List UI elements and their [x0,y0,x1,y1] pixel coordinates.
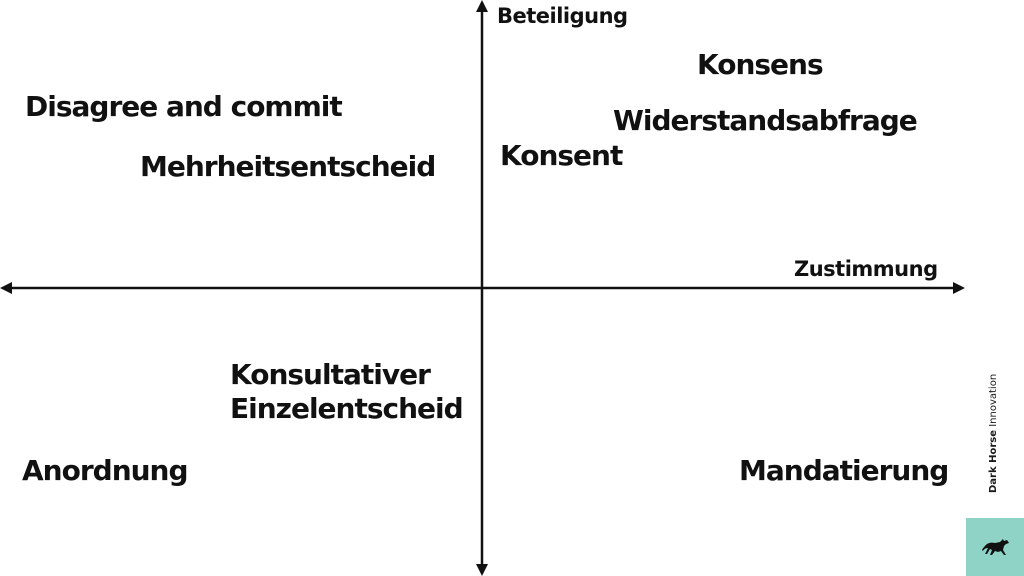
horizontal-axis-arrow-right [953,282,965,294]
item-anordnung: Anordnung [22,454,189,487]
brand-name-light: Innovation [988,373,999,427]
item-mehrheitsentscheid: Mehrheitsentscheid [140,150,436,183]
vertical-axis-label: Beteiligung [497,4,628,28]
item-konsent: Konsent [500,139,623,172]
item-widerstandsabfrage: Widerstandsabfrage [613,104,918,137]
horizontal-axis-label: Zustimmung [794,257,938,281]
vertical-axis-arrow-top [476,0,488,12]
item-disagree-and-commit: Disagree and commit [25,90,343,123]
item-konsens: Konsens [697,48,824,81]
item-konsultativer-line1: Konsultativer [230,358,431,391]
brand-wordmark: Dark Horse Innovation [988,374,999,493]
item-mandatierung: Mandatierung [739,454,949,487]
horse-icon [982,539,1009,555]
item-konsultativer-einzelentscheid: Konsultativer Einzelentscheid [230,358,464,426]
vertical-axis-arrow-bottom [476,564,488,576]
brand-name-bold: Dark Horse [988,429,999,493]
horizontal-axis-arrow-left [0,282,12,294]
item-konsultativer-line2: Einzelentscheid [230,392,464,425]
brand-logo [966,518,1024,576]
